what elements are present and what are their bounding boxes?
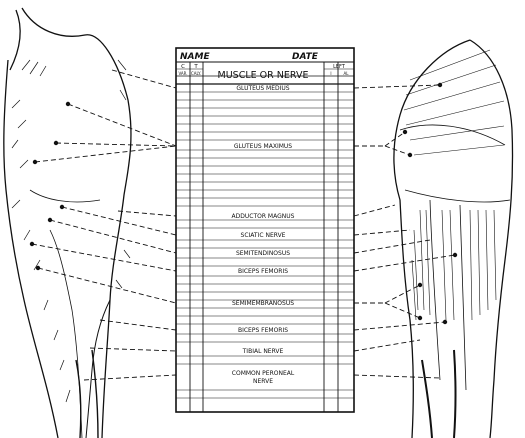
muscle-nerve-form: NAME DATE MUSCLE OR NERVE C T VAR. CALY.…: [176, 48, 354, 412]
entry-nerve: NERVE: [253, 378, 273, 385]
form-date-label: DATE: [292, 52, 319, 62]
entry-semimembranosus: SEMIMEMBRANOSUS: [232, 300, 294, 307]
left-col-header-c: C: [181, 64, 185, 70]
left-col-header-t: T: [193, 64, 198, 70]
entry-common-peroneal: COMMON PERONEAL: [232, 370, 295, 377]
right-leg-illustration: [394, 40, 513, 438]
form-main-header: MUSCLE OR NERVE: [218, 70, 309, 81]
entry-adductor-magnus: ADDUCTOR MAGNUS: [232, 213, 295, 220]
entry-sciatic-nerve: SCIATIC NERVE: [241, 232, 286, 239]
right-col-header-left: LEFT: [333, 64, 346, 70]
entry-gluteus-maximus: GLUTEUS MAXIMUS: [234, 143, 292, 150]
entry-semitendinosus: SEMITENDINOSUS: [236, 250, 290, 257]
left-subheader-caly: CALY.: [191, 71, 201, 76]
entry-tibial-nerve: TIBIAL NERVE: [242, 348, 284, 355]
right-subheader-al: AL: [344, 71, 350, 76]
left-leg-illustration: [4, 8, 131, 438]
entry-biceps-femoris-lower: BICEPS FEMORIS: [238, 327, 288, 334]
entry-biceps-femoris-upper: BICEPS FEMORIS: [238, 268, 288, 275]
entry-gluteus-medius: GLUTEUS MEDIUS: [236, 85, 289, 92]
left-subheader-var: VAR.: [178, 71, 187, 76]
form-name-label: NAME: [180, 52, 210, 62]
right-subheader-i: I: [330, 71, 331, 76]
left-leader-lines: [32, 70, 176, 380]
